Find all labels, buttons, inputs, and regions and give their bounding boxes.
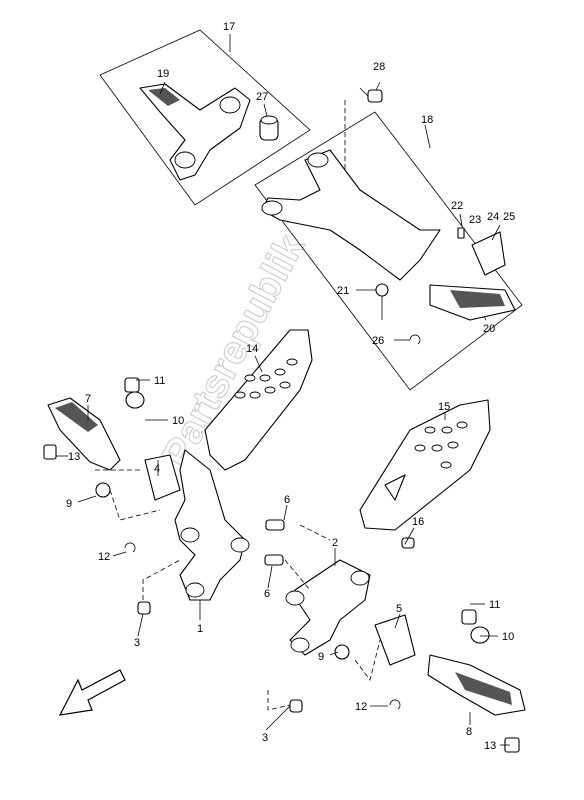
- footpeg-8: [334, 609, 526, 753]
- callout-13-right: 13: [484, 740, 496, 752]
- callout-20: 20: [483, 323, 495, 335]
- callout-17: 17: [223, 21, 235, 33]
- leader-lines: [56, 81, 510, 746]
- callout-labels: 1 2 3 3 4 5 6 6 7 8 9 9 10 10 11 11 12 1…: [66, 21, 515, 752]
- callout-6-top: 6: [284, 494, 290, 506]
- callout-3-right: 3: [262, 732, 268, 744]
- callout-22: 22: [451, 200, 463, 212]
- callout-15: 15: [438, 401, 450, 413]
- callout-23: 23: [469, 214, 481, 226]
- callout-10-left: 10: [172, 415, 184, 427]
- callout-3-left: 3: [134, 637, 140, 649]
- callout-27: 27: [256, 91, 268, 103]
- callout-14: 14: [246, 343, 258, 355]
- callout-18: 18: [421, 114, 433, 126]
- callout-1: 1: [197, 623, 203, 635]
- callout-9-right: 9: [318, 651, 324, 663]
- callout-6-bottom: 6: [264, 588, 270, 600]
- callout-11-left: 11: [154, 375, 165, 387]
- heel-plate-15: [359, 399, 491, 531]
- callout-26: 26: [372, 335, 384, 347]
- callout-2: 2: [332, 537, 338, 549]
- box-18: [254, 87, 523, 391]
- callout-7: 7: [85, 393, 91, 405]
- front-bracket-2: [285, 559, 371, 656]
- callout-16: 16: [412, 516, 424, 528]
- assembly-lines: [95, 469, 381, 711]
- callout-12-right: 12: [355, 701, 367, 713]
- callout-11-right: 11: [489, 599, 500, 611]
- box-17: [99, 29, 311, 206]
- front-bracket-1: [174, 449, 250, 601]
- callout-13-left: 13: [68, 451, 80, 463]
- callout-10-right: 10: [502, 631, 514, 643]
- callout-4: 4: [154, 463, 160, 475]
- bolts: [137, 519, 415, 713]
- callout-19: 19: [157, 68, 169, 80]
- callout-12-left: 12: [98, 551, 110, 563]
- callout-8: 8: [466, 726, 472, 738]
- callout-21: 21: [337, 285, 349, 297]
- heel-plate-14: [204, 329, 313, 471]
- footpeg-7: [43, 377, 181, 553]
- front-direction-arrow-icon: [58, 669, 126, 716]
- callout-9-left: 9: [66, 498, 72, 510]
- callout-28: 28: [373, 61, 385, 73]
- callout-24: 24: [487, 211, 499, 223]
- callout-5: 5: [396, 603, 402, 615]
- callout-25: 25: [503, 211, 515, 223]
